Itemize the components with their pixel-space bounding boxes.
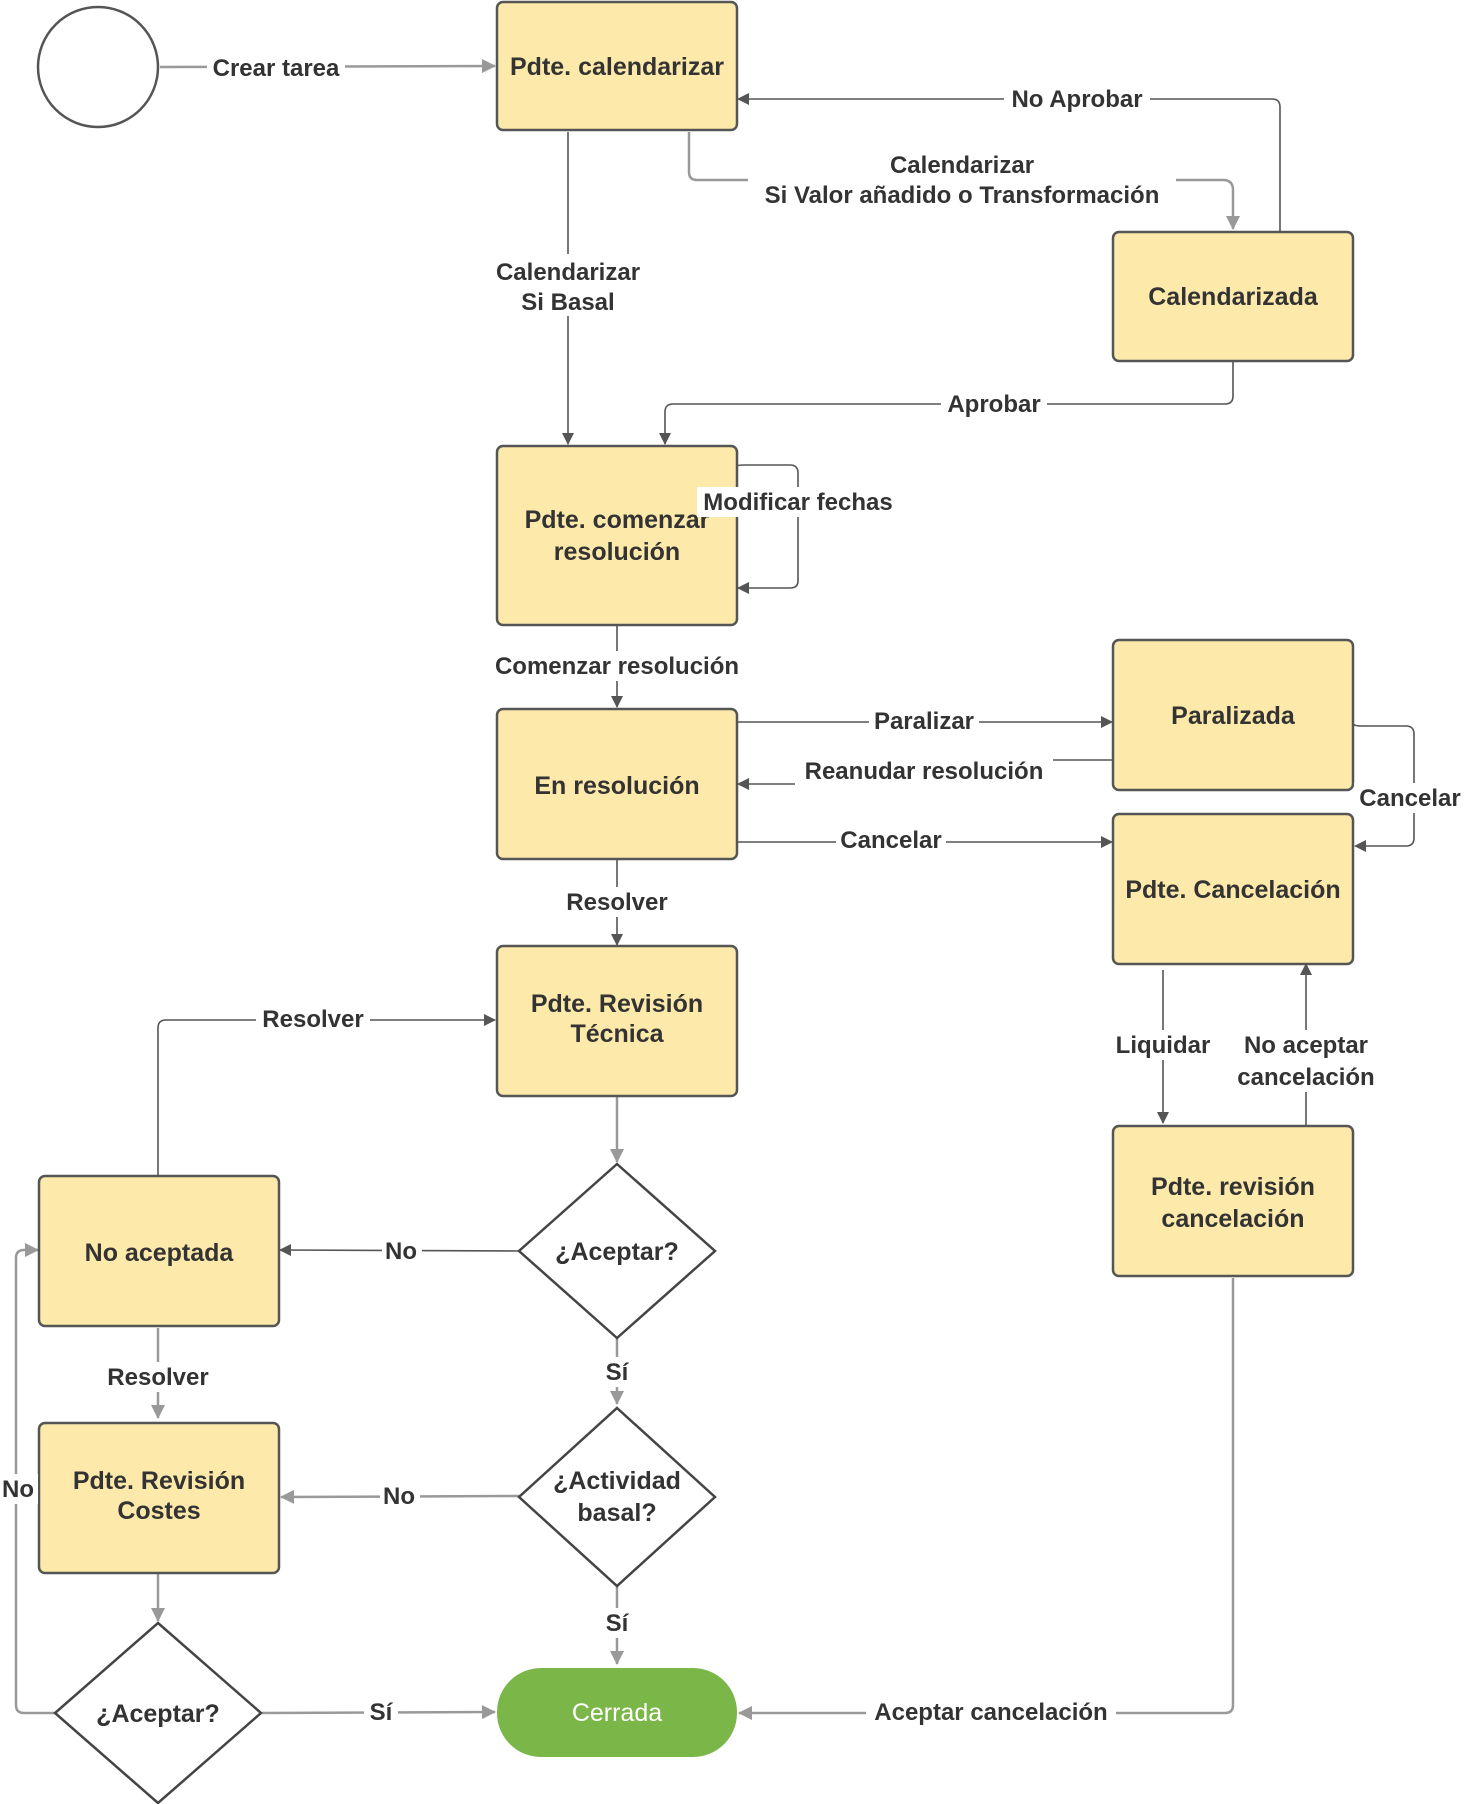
label-liquidar: Liquidar <box>1116 1032 1211 1059</box>
node-pdte-cancelacion[interactable] <box>1111 812 1355 966</box>
node-pdte-revision-cancelacion[interactable] <box>1111 1124 1355 1278</box>
label-no-aceptar-cancelacion-1: No aceptar <box>1244 1032 1368 1059</box>
node-pdte-cancelacion-label: Pdte. Cancelación <box>1125 876 1340 904</box>
node-pdte-revision-tecnica-label-1: Pdte. Revisión <box>531 990 703 1018</box>
node-decision-actividad-basal[interactable] <box>517 1406 717 1588</box>
edge-modificar-fechas <box>736 464 799 594</box>
label-crear-tarea: Crear tarea <box>213 55 340 82</box>
node-pdte-revision-costes-label-1: Pdte. Revisión <box>73 1467 245 1495</box>
node-decision-actividad-basal-label-1: ¿Actividad <box>553 1467 681 1495</box>
node-pdte-revision-cancelacion-label-2: cancelación <box>1161 1205 1304 1233</box>
node-cerrada[interactable] <box>497 1668 737 1757</box>
node-decision-aceptar-2-label: ¿Aceptar? <box>96 1700 220 1728</box>
label-no-aprobar: No Aprobar <box>1011 86 1142 113</box>
label-modificar-fechas: Modificar fechas <box>703 489 892 516</box>
label-no-aceptar-cancelacion-2: cancelación <box>1237 1064 1374 1091</box>
label-paralizar: Paralizar <box>874 708 974 735</box>
edge-no-aprobar <box>737 93 1281 232</box>
start-node[interactable] <box>36 5 160 129</box>
edge-labels: Crear tarea No Aprobar Calendarizar Si V… <box>0 52 1466 1727</box>
node-calendarizada[interactable] <box>1111 230 1355 363</box>
node-paralizada-label: Paralizada <box>1171 702 1296 730</box>
node-pdte-comenzar-label-2: resolución <box>554 538 680 566</box>
label-reanudar-resolucion: Reanudar resolución <box>805 758 1044 785</box>
node-en-resolucion-label: En resolución <box>534 772 699 800</box>
label-calendarizar-basal-2: Si Basal <box>521 289 614 316</box>
node-decision-actividad-basal-label-2: basal? <box>577 1499 656 1527</box>
node-pdte-revision-tecnica-label-2: Técnica <box>570 1020 664 1048</box>
node-decision-aceptar-1[interactable] <box>517 1162 717 1340</box>
label-calendarizar-va-2: Si Valor añadido o Transformación <box>765 182 1160 209</box>
node-pdte-calendarizar[interactable] <box>495 0 739 132</box>
node-pdte-revision-costes-label-2: Costes <box>117 1497 200 1525</box>
edge-cancelar-2 <box>1353 723 1415 852</box>
node-pdte-calendarizar-label: Pdte. calendarizar <box>510 53 724 81</box>
node-pdte-comenzar-resolucion[interactable] <box>495 444 739 627</box>
node-decision-aceptar-1-label: ¿Aceptar? <box>555 1238 679 1266</box>
label-cancelar-1: Cancelar <box>840 827 941 854</box>
node-pdte-comenzar-label-1: Pdte. comenzar <box>525 506 710 534</box>
label-si-2: Sí <box>606 1610 630 1637</box>
node-calendarizada-label: Calendarizada <box>1148 283 1319 311</box>
label-resolver-2: Resolver <box>262 1006 363 1033</box>
nodes: Pdte. calendarizar Calendarizada Pdte. c… <box>36 0 1355 1804</box>
node-pdte-revision-costes[interactable] <box>37 1421 281 1575</box>
label-cancelar-2: Cancelar <box>1359 785 1460 812</box>
label-no-3: No <box>2 1476 34 1503</box>
node-pdte-revision-cancelacion-label-1: Pdte. revisión <box>1151 1173 1315 1201</box>
label-calendarizar-basal-1: Calendarizar <box>496 259 640 286</box>
edge-resolver-2 <box>157 1014 496 1175</box>
edge-aceptar-cancelacion <box>738 1278 1235 1720</box>
node-no-aceptada[interactable] <box>37 1174 281 1328</box>
label-aceptar-cancelacion: Aceptar cancelación <box>874 1699 1107 1726</box>
node-pdte-revision-tecnica[interactable] <box>495 944 739 1098</box>
label-si-1: Sí <box>606 1359 630 1386</box>
node-no-aceptada-label: No aceptada <box>85 1239 235 1267</box>
label-resolver-3: Resolver <box>107 1364 208 1391</box>
label-no-1: No <box>385 1238 417 1265</box>
label-calendarizar-va-1: Calendarizar <box>890 152 1034 179</box>
label-si-3: Sí <box>370 1699 394 1726</box>
node-decision-aceptar-2[interactable] <box>53 1621 263 1804</box>
label-comenzar-resolucion: Comenzar resolución <box>495 653 739 680</box>
label-no-2: No <box>383 1483 415 1510</box>
label-resolver-1: Resolver <box>566 889 667 916</box>
node-en-resolucion[interactable] <box>495 707 739 861</box>
node-cerrada-label: Cerrada <box>572 1699 662 1727</box>
label-aprobar: Aprobar <box>947 391 1040 418</box>
node-paralizada[interactable] <box>1111 638 1355 792</box>
